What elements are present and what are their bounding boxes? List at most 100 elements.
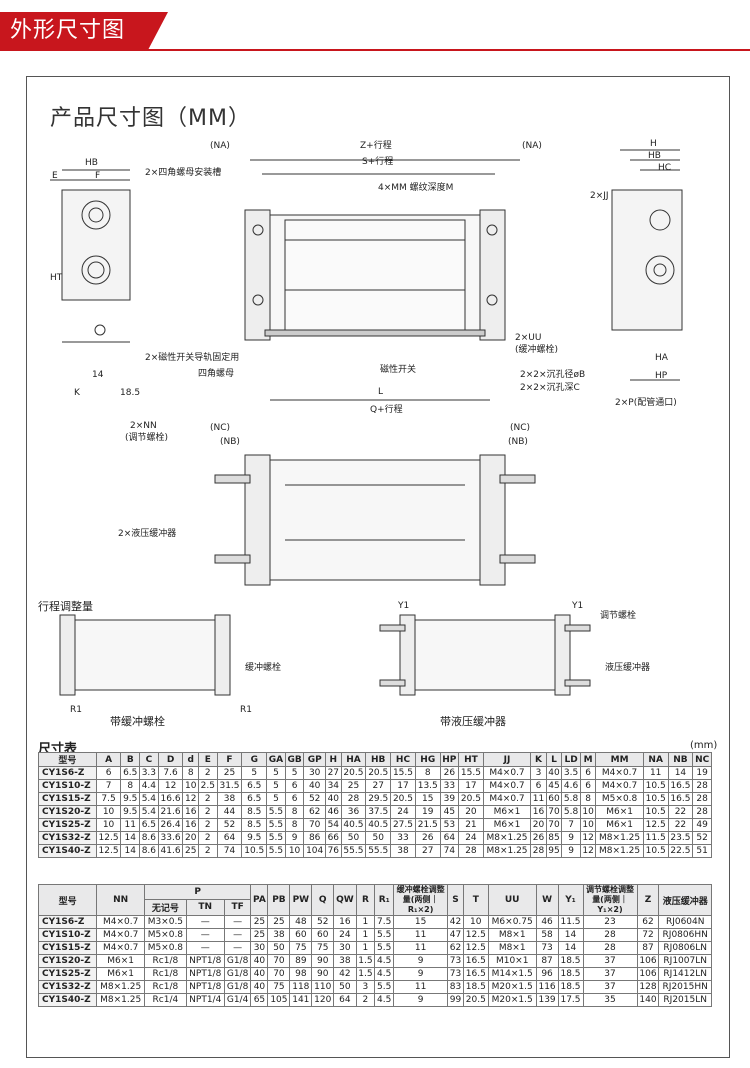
t1-header-cell: H [325, 752, 342, 767]
value-cell: 22 [667, 818, 694, 832]
value-cell: 33.6 [157, 831, 184, 845]
value-cell: 7.5 [95, 792, 122, 806]
value-cell: 26 [530, 831, 547, 845]
model-cell: CY1S32-Z [38, 831, 97, 845]
value-cell: 10 [462, 915, 489, 929]
value-cell: 17 [390, 779, 416, 793]
t2-h-p-none: 无记号 [144, 898, 187, 917]
value-cell: 6 [579, 766, 597, 780]
value-cell: 74 [216, 844, 243, 858]
t1-header-cell: MM [595, 752, 644, 767]
value-cell: 16 [182, 805, 199, 819]
dim-hp: HP [655, 371, 668, 381]
value-cell: 53 [439, 818, 460, 832]
value-cell: 2 [197, 766, 218, 780]
value-cell: 52 [303, 792, 327, 806]
value-cell: M8×1.25 [595, 831, 644, 845]
value-cell: 40 [250, 967, 269, 981]
value-cell: 11.5 [642, 831, 669, 845]
value-cell: 38 [390, 844, 416, 858]
value-cell: 47 [447, 928, 464, 942]
page-title: 产品尺寸图（MM） [50, 106, 251, 131]
value-cell: 21.6 [157, 805, 184, 819]
value-cell: 10.5 [241, 844, 268, 858]
value-cell: 37 [582, 980, 638, 994]
value-cell: 25 [340, 779, 367, 793]
value-cell: 14 [557, 941, 584, 955]
value-cell: Rc1/8 [144, 980, 187, 994]
value-cell: 6 [284, 779, 305, 793]
value-cell: 19 [414, 805, 441, 819]
value-cell: 8.5 [241, 818, 268, 832]
value-cell: 6.5 [241, 792, 268, 806]
t2-h-pa: PA [250, 884, 269, 916]
value-cell: M5×0.8 [595, 792, 644, 806]
value-cell: 54 [325, 818, 342, 832]
header-divider [0, 49, 750, 51]
content-frame [26, 76, 730, 1058]
value-cell: 33 [390, 831, 416, 845]
value-cell: 46 [325, 805, 342, 819]
value-cell: 58 [535, 928, 559, 942]
value-cell: 105 [267, 993, 291, 1007]
value-cell: 45 [545, 779, 563, 793]
value-cell: 42 [447, 915, 464, 929]
value-cell: RJ2015LN [658, 993, 712, 1007]
value-cell: 14 [120, 844, 141, 858]
value-cell: NPT1/4 [185, 993, 225, 1007]
value-cell: 3.3 [139, 766, 159, 780]
value-cell: 75 [311, 941, 335, 955]
value-cell: 10.5 [642, 805, 669, 819]
value-cell: 64 [216, 831, 243, 845]
value-cell: 28 [582, 928, 638, 942]
value-cell: 22 [667, 805, 694, 819]
value-cell: 40 [250, 954, 269, 968]
value-cell: RJ2015HN [658, 980, 712, 994]
callout-port: 2×P(配管通口) [615, 396, 677, 408]
value-cell: 4.4 [139, 779, 159, 793]
value-cell: RJ0806HN [658, 928, 712, 942]
value-cell: 25 [250, 928, 269, 942]
value-cell: — [223, 941, 252, 955]
value-cell: 33 [439, 779, 460, 793]
value-cell: 1.5 [355, 954, 376, 968]
value-cell: 9 [561, 844, 581, 858]
model-cell: CY1S40-Z [38, 844, 97, 858]
value-cell: 41.6 [157, 844, 184, 858]
label-nc-left: (NC) [210, 423, 230, 433]
value-cell: 24 [390, 805, 416, 819]
model-cell: CY1S10-Z [38, 779, 97, 793]
value-cell: M4×0.7 [482, 766, 532, 780]
value-cell: 73 [535, 941, 559, 955]
dim-ha: HA [655, 353, 669, 363]
value-cell: 4.6 [561, 779, 581, 793]
t2-h-p-tn: TN [185, 898, 225, 917]
value-cell: 73 [447, 954, 464, 968]
label-14: 14 [92, 370, 104, 380]
value-cell: 1 [355, 915, 376, 929]
t1-header-cell: A [95, 752, 122, 767]
value-cell: 3 [355, 980, 376, 994]
value-cell: 20.5 [365, 766, 392, 780]
t2-h-y1: Y₁ [557, 884, 584, 916]
value-cell: 50 [365, 831, 392, 845]
value-cell: 15.5 [390, 766, 416, 780]
value-cell: 83 [447, 980, 464, 994]
value-cell: 89 [289, 954, 313, 968]
label-k: K [74, 388, 81, 398]
value-cell: 23.5 [667, 831, 694, 845]
value-cell: 1 [355, 928, 376, 942]
callout-nut-slot: 2×四角螺母安装槽 [145, 166, 221, 178]
t1-header-cell: HP [439, 752, 460, 767]
value-cell: 4.5 [374, 993, 395, 1007]
value-cell: 70 [267, 954, 291, 968]
callout-square-nut: 四角螺母 [198, 367, 234, 379]
value-cell: 50 [333, 980, 357, 994]
value-cell: 75 [289, 941, 313, 955]
t1-header-cell: K [530, 752, 547, 767]
label-adjust-bolt-note: (调节螺栓) [125, 431, 168, 443]
callout-mm-thread: 4×MM 螺纹深度M [378, 181, 453, 193]
